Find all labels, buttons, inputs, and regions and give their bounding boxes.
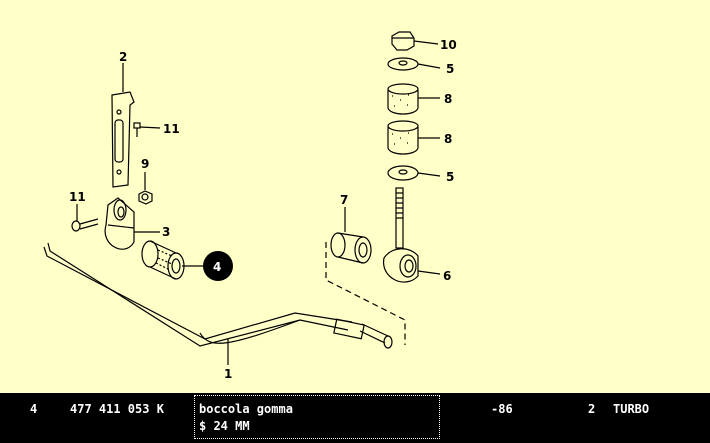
link-rod-part[interactable] [383, 187, 419, 283]
rubber-cushion-top-part[interactable] [387, 83, 419, 115]
rubber-cushion-bottom-part[interactable] [387, 120, 419, 155]
callout-5-bottom[interactable]: 5 [446, 170, 454, 184]
callout-8-top[interactable]: 8 [444, 92, 452, 106]
callout-9[interactable]: 9 [141, 157, 149, 171]
callout-3[interactable]: 3 [162, 225, 170, 239]
part-number: 477 411 053 K [70, 402, 164, 416]
description-box[interactable]: boccola gomma $ 24 MM [194, 395, 440, 439]
callout-10[interactable]: 10 [440, 38, 457, 52]
callout-5-top[interactable]: 5 [446, 62, 454, 76]
part-description: boccola gomma [199, 402, 293, 416]
part-model: TURBO [613, 402, 650, 416]
part-range: -86 [491, 402, 513, 416]
part-quantity: 2 [588, 402, 596, 416]
part-info-bar[interactable]: 4 477 411 053 K boccola gomma $ 24 MM -8… [0, 393, 710, 443]
leader-11a [139, 126, 161, 129]
washer-bottom-part[interactable] [387, 165, 419, 181]
callout-11-lower[interactable]: 11 [69, 190, 86, 204]
nut-part[interactable] [391, 31, 415, 51]
leader-10 [413, 40, 439, 45]
part-specification: $ 24 MM [199, 419, 250, 433]
selected-callout-marker[interactable] [203, 251, 233, 281]
part-position: 4 [30, 402, 38, 416]
bolt-lower-part[interactable] [71, 218, 99, 232]
rubber-bush-part[interactable] [141, 240, 185, 280]
parts-diagram: 1 2 3 4 5 5 6 7 8 8 9 10 11 11 [43, 31, 457, 381]
callout-4[interactable]: 4 [213, 260, 221, 274]
callout-7[interactable]: 7 [340, 193, 348, 207]
callout-1[interactable]: 1 [224, 367, 232, 381]
washer-top-part[interactable] [387, 57, 419, 71]
leader-5a [417, 63, 441, 69]
assembly-dash [325, 242, 406, 345]
leader-5b [417, 172, 441, 177]
bolt-upper-part[interactable] [133, 122, 141, 137]
callout-2[interactable]: 2 [119, 50, 127, 64]
callout-8-bottom[interactable]: 8 [444, 132, 452, 146]
callout-11-upper[interactable]: 11 [163, 122, 180, 136]
callout-6[interactable]: 6 [443, 269, 451, 283]
bracket-part[interactable] [111, 91, 135, 188]
link-bush-part[interactable] [330, 232, 372, 264]
leader-6 [417, 270, 441, 275]
clamp-part[interactable] [104, 197, 135, 250]
nut-small-part[interactable] [138, 190, 153, 205]
